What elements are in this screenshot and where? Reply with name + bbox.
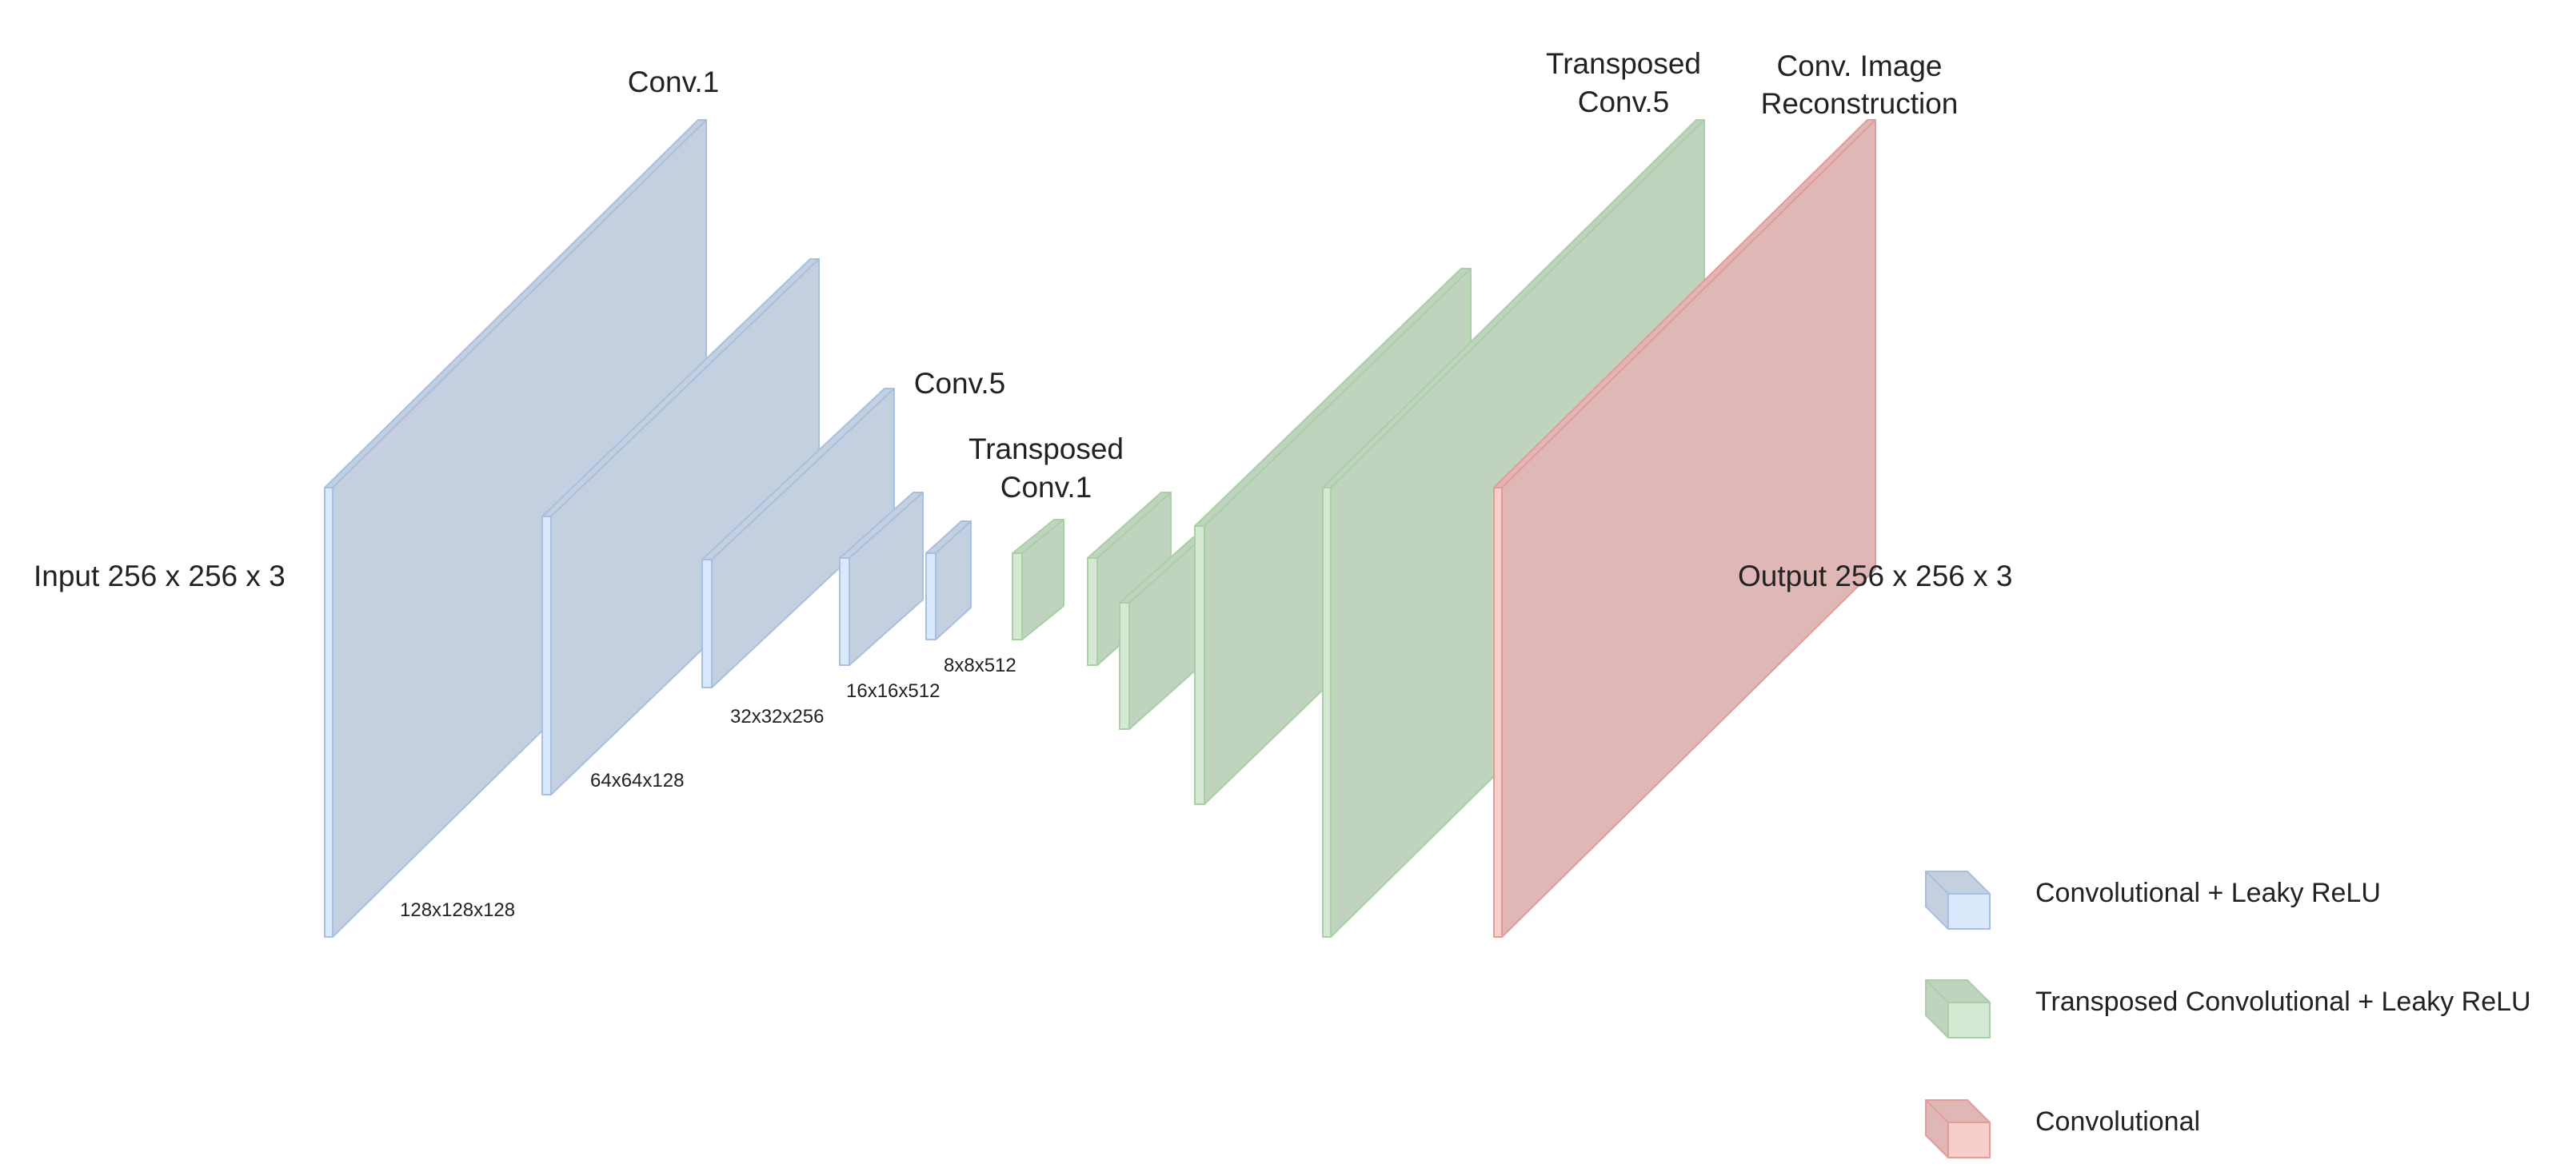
dim-label-8x8x512: 8x8x512	[944, 655, 1016, 676]
legend-label-conv-leaky-relu: Convolutional + Leaky ReLU	[2035, 878, 2381, 908]
label-tconv5-line2: Conv.5	[1578, 86, 1670, 118]
conv-layer-3	[701, 388, 895, 688]
label-conv5: Conv.5	[914, 367, 1006, 400]
conv-layer-1-front	[324, 487, 333, 938]
tconv-layer-4-front	[1194, 525, 1205, 805]
label-conv1: Conv.1	[628, 66, 720, 98]
legend-swatch-out-front	[1947, 1122, 1991, 1158]
legend-swatch-tconv-icon	[1925, 979, 1991, 1038]
conv-layer-2-front	[541, 516, 552, 795]
dim-label-32x32x256: 32x32x256	[730, 706, 824, 728]
reconstruction-layer	[1493, 119, 1876, 938]
dim-label-64x64x128: 64x64x128	[590, 770, 684, 791]
legend: Convolutional + Leaky ReLU Transposed Co…	[1925, 871, 2531, 1158]
legend-swatch-conv-icon	[1925, 871, 1991, 930]
tconv-layer-3-front	[1119, 602, 1130, 730]
legend-label-tconv-leaky-relu: Transposed Convolutional + Leaky ReLU	[2035, 987, 2531, 1017]
conv-layer-4-front	[839, 557, 850, 666]
reconstruction-layer-front	[1493, 487, 1503, 938]
legend-swatch-conv-front	[1947, 893, 1991, 930]
tconv-layer-1	[1012, 519, 1064, 640]
tconv-layer-1-side	[1021, 519, 1064, 640]
label-tconv5-line1: Transposed	[1546, 47, 1701, 80]
label-reconstruction-line2: Reconstruction	[1761, 87, 1959, 120]
tconv-layer-2	[1087, 492, 1172, 666]
dim-label-16x16x512: 16x16x512	[846, 680, 940, 702]
label-reconstruction-line1: Conv. Image	[1776, 50, 1942, 82]
legend-swatch-tconv-front	[1947, 1002, 1991, 1038]
tconv-layer-1-front	[1012, 552, 1023, 640]
conv-layer-1	[324, 119, 707, 938]
conv-layer-3-front	[701, 559, 713, 688]
label-tconv1-line2: Conv.1	[1000, 471, 1092, 504]
conv-layer-4	[839, 492, 924, 666]
legend-label-convolutional: Convolutional	[2035, 1106, 2200, 1137]
dim-label-128x128x128: 128x128x128	[400, 899, 515, 921]
layer-stack	[324, 119, 1876, 938]
conv-layer-5-front	[925, 552, 937, 640]
label-input: Input 256 x 256 x 3	[34, 560, 286, 592]
label-output: Output 256 x 256 x 3	[1738, 560, 2013, 592]
conv-layer-5	[925, 520, 972, 640]
tconv-layer-3	[1119, 536, 1204, 730]
tconv-layer-2-front	[1087, 557, 1098, 666]
legend-swatch-out-icon	[1925, 1099, 1991, 1158]
label-tconv1-line1: Transposed	[968, 433, 1124, 465]
tconv-layer-5-front	[1322, 487, 1332, 938]
